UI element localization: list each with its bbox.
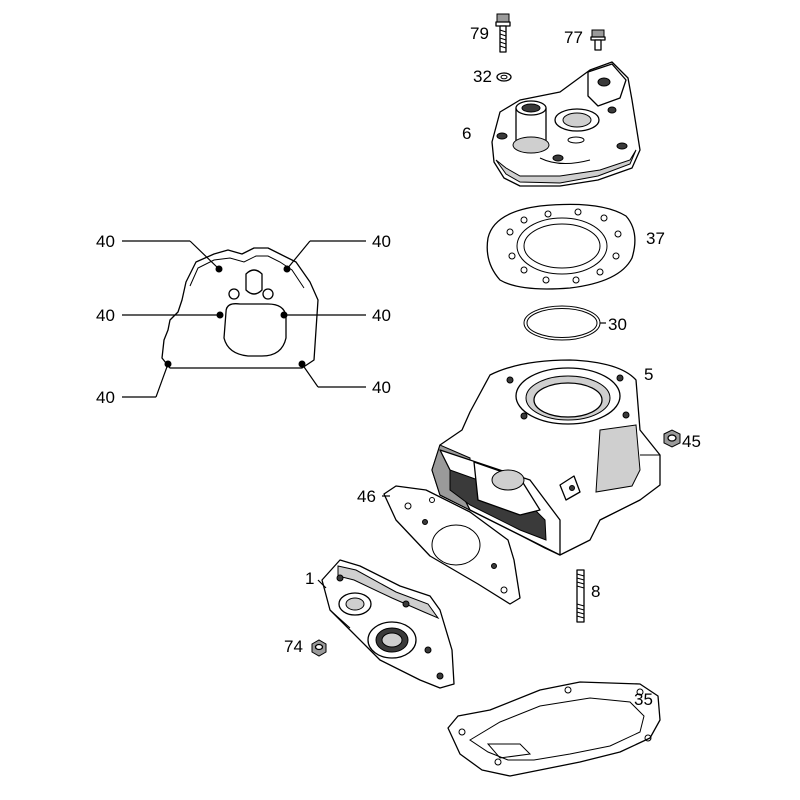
part-45-nut[interactable]	[663, 429, 681, 448]
part-77-bolt[interactable]	[590, 29, 606, 51]
part-79-bolt[interactable]	[495, 13, 511, 53]
part-1-intake-flange[interactable]	[321, 559, 455, 689]
part-40-exhaust-plate[interactable]	[161, 247, 319, 369]
label-37: 37	[646, 229, 665, 248]
part-5-cylinder[interactable]	[431, 359, 661, 556]
label-30: 30	[608, 315, 627, 334]
part-32-washer[interactable]	[496, 72, 512, 82]
label-1: 1	[305, 569, 314, 588]
part-30-o-ring[interactable]	[523, 305, 601, 341]
label-40-top-left: 40	[96, 232, 115, 251]
label-40-bottom-right: 40	[372, 378, 391, 397]
label-32: 32	[473, 67, 492, 86]
part-37-head-gasket[interactable]	[486, 203, 636, 290]
label-74: 74	[284, 637, 303, 656]
label-46: 46	[357, 487, 376, 506]
label-5: 5	[644, 365, 653, 384]
label-40-mid-left: 40	[96, 306, 115, 325]
label-35: 35	[634, 690, 653, 709]
label-40-bottom-left: 40	[96, 388, 115, 407]
label-45: 45	[682, 432, 701, 451]
part-40-callouts	[122, 240, 366, 398]
label-8: 8	[591, 582, 600, 601]
label-77: 77	[564, 28, 583, 47]
label-40-mid-right: 40	[372, 306, 391, 325]
part-74-nut[interactable]	[311, 639, 327, 657]
label-79: 79	[470, 24, 489, 43]
part-8-stud[interactable]	[576, 569, 585, 623]
part-46-intake-gasket[interactable]	[383, 485, 521, 605]
label-6: 6	[462, 124, 471, 143]
part-35-base-gasket[interactable]	[447, 681, 661, 777]
label-40-top-right: 40	[372, 232, 391, 251]
part-6-cylinder-head[interactable]	[491, 61, 641, 187]
